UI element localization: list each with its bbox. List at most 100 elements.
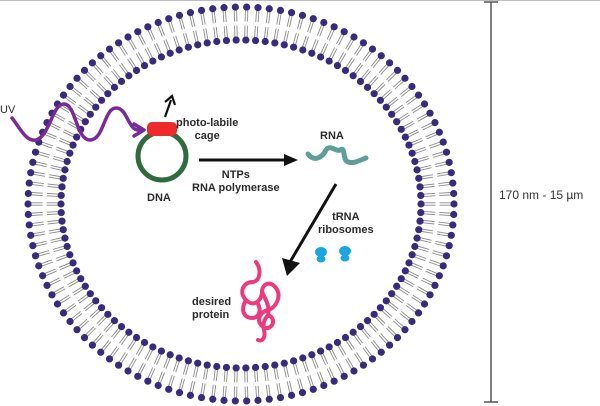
lipid-tail [438, 181, 450, 184]
lipid-tail [91, 89, 101, 98]
lipid-head-outer [377, 348, 385, 356]
lipid-tail [73, 288, 84, 296]
lipid-tail [213, 11, 217, 24]
lipid-tail [307, 21, 312, 33]
lipid-tail [255, 385, 258, 398]
lipid-tail [376, 315, 386, 325]
lipid-head-outer [124, 367, 132, 375]
lipid-tail [322, 353, 329, 364]
lipid-head-inner [86, 110, 94, 118]
lipid-tail [336, 33, 343, 45]
lipid-tail [423, 213, 436, 216]
lipid-molecule [349, 328, 377, 363]
lipid-molecule [401, 267, 439, 290]
lipid-tail [268, 384, 271, 397]
lipid-tail [438, 224, 450, 227]
lipid-head-inner [417, 200, 425, 208]
lipid-head-outer [320, 381, 328, 390]
lipid-tail [173, 360, 178, 372]
lipid-tail [309, 21, 314, 33]
lipid-head-outer [31, 252, 40, 260]
lipid-tail [213, 384, 217, 397]
lipid-tail [399, 312, 410, 321]
lipid-tail [105, 75, 114, 85]
lipid-molecule [415, 169, 455, 182]
cage-release-arrow [163, 99, 173, 118]
lipid-tail [31, 194, 43, 196]
lipid-head-outer [25, 179, 33, 187]
lipid-tail [372, 339, 381, 350]
protein-label-line2: protein [192, 309, 230, 321]
lipid-tail [426, 134, 438, 140]
lipid-tail [226, 370, 228, 383]
lipid-tail [380, 333, 389, 343]
lipid-tail [435, 240, 447, 245]
lipid-head-inner [363, 83, 372, 91]
lipid-molecule [251, 4, 262, 45]
lipid-tail [200, 13, 204, 25]
lipid-tail [101, 58, 110, 69]
lipid-head-inner [166, 351, 174, 359]
lipid-tail [156, 354, 162, 365]
lipid-tail [437, 231, 449, 235]
lipid-head-outer [231, 3, 239, 11]
lipid-tail [421, 176, 434, 180]
lipid-tail [285, 30, 290, 43]
lipid-molecule [415, 226, 455, 239]
lipid-tail [54, 288, 66, 295]
lipid-tail [170, 21, 175, 33]
lipid-head-inner [140, 338, 149, 347]
transcription-label-line1: NTPs [221, 169, 250, 181]
lipid-tail [398, 112, 409, 120]
lipid-tail [165, 357, 171, 369]
lipid-head-outer [340, 28, 348, 36]
lipid-head-inner [61, 234, 69, 242]
lipid-tail [127, 58, 135, 69]
lipid-tail [426, 268, 438, 274]
lipid-tail [59, 262, 70, 268]
lipid-head-outer [377, 52, 385, 60]
lipid-molecule [405, 259, 443, 280]
lipid-tail [60, 296, 71, 304]
lipid-tail [101, 339, 110, 350]
lipid-molecule [382, 297, 416, 326]
lipid-head-inner [81, 118, 89, 126]
lipid-tail [355, 64, 363, 75]
lipid-molecule [97, 52, 126, 85]
lipid-head-inner [341, 333, 350, 342]
lipid-tail [438, 184, 451, 187]
lipid-head-inner [77, 275, 85, 283]
lipid-tail [103, 57, 112, 67]
lipid-tail [211, 384, 214, 397]
lipid-tail [202, 13, 206, 25]
lipid-head-inner [242, 36, 250, 44]
lipid-molecule [35, 251, 74, 270]
lipid-molecule [363, 317, 394, 349]
lipid-tail [109, 51, 118, 62]
lipid-tail [417, 158, 430, 163]
protein-label: desired protein [192, 296, 231, 322]
lipid-head-outer [442, 148, 451, 156]
scale-label: 170 nm - 15 µm [499, 188, 584, 202]
lipid-tail [331, 48, 338, 60]
lipid-tail [439, 192, 451, 194]
lipid-head-outer [393, 66, 402, 74]
lipid-molecule [231, 3, 240, 44]
lipid-head-outer [31, 148, 40, 156]
lipid-tail [182, 33, 187, 45]
lipid-head-outer [165, 385, 173, 393]
lipid-tail [394, 294, 405, 302]
lipid-molecule [209, 362, 221, 403]
lipid-head-outer [265, 395, 273, 403]
lipid-head-inner [213, 362, 221, 371]
lipid-tail [263, 369, 267, 382]
lipid-head-outer [186, 9, 195, 17]
lipid-tail [311, 39, 317, 51]
lipid-molecule [397, 109, 434, 133]
lipid-tail [387, 326, 397, 335]
lipid-head-outer [114, 361, 123, 369]
lipid-head-outer [25, 221, 33, 229]
lipid-tail [46, 213, 59, 216]
lipid-tail [394, 80, 404, 90]
lipid-tail [436, 171, 449, 175]
